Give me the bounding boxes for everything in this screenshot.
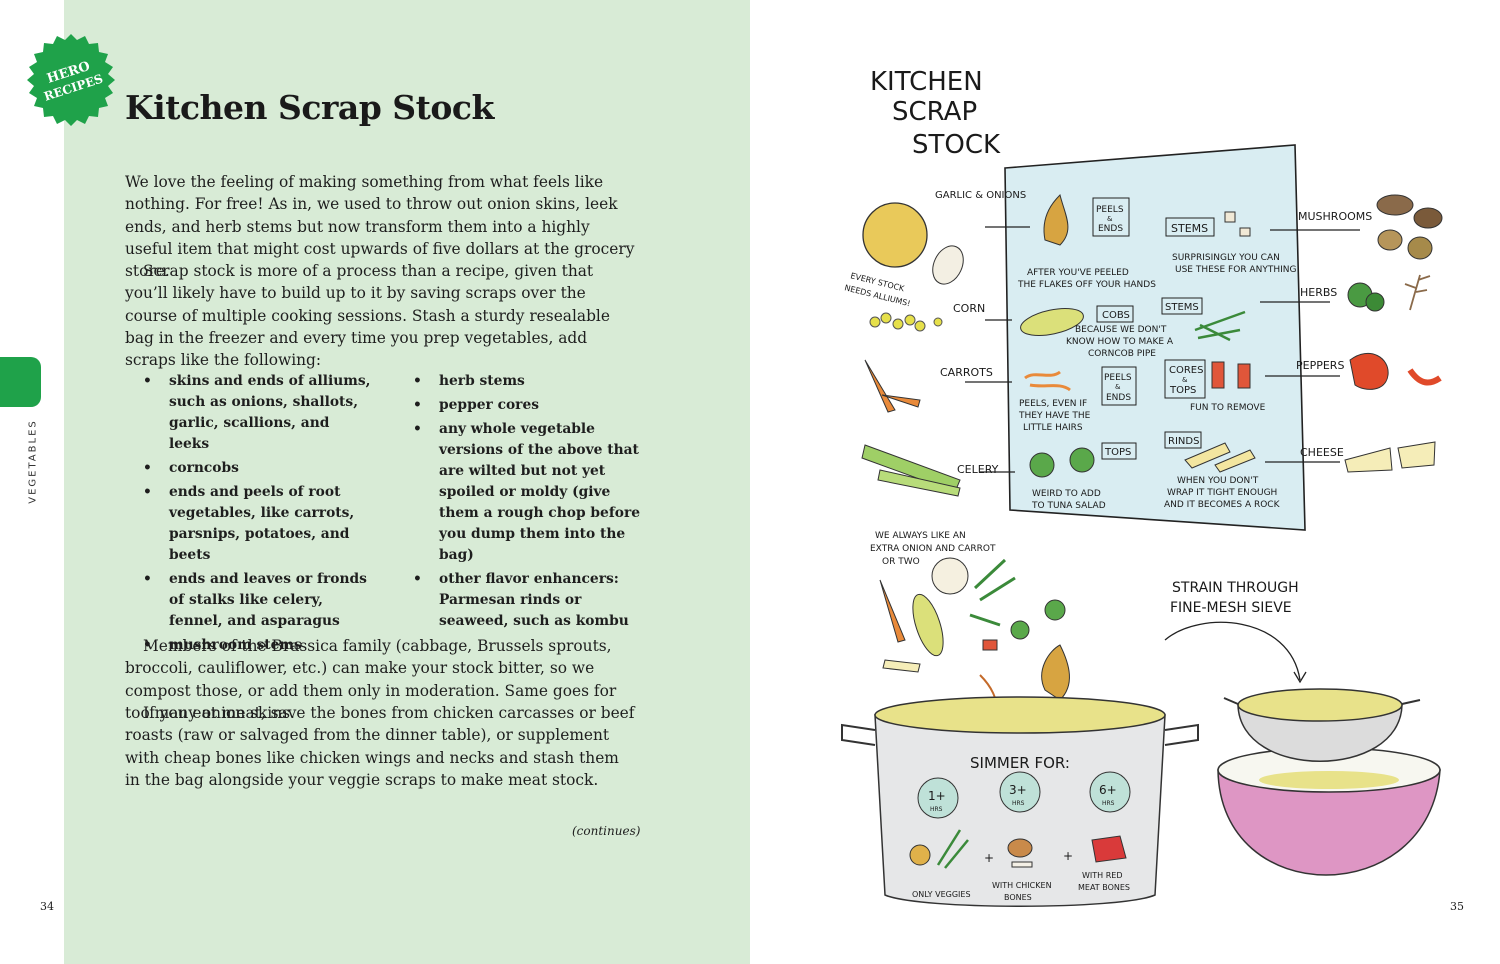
- extra-note-2: EXTRA ONION AND CARROT: [870, 544, 996, 554]
- svg-text:ENDS: ENDS: [1098, 224, 1123, 234]
- rind-note-2: WRAP IT TIGHT ENOUGH: [1167, 488, 1277, 498]
- process-paragraph: Scrap stock is more of a process than a …: [125, 262, 610, 370]
- page-number-left: 34: [40, 900, 54, 913]
- list-item: skins and ends of alliums, such as onion…: [143, 371, 373, 455]
- stems-tag-mushrooms: STEMS: [1171, 222, 1208, 235]
- stems-tag-herbs: STEMS: [1165, 302, 1199, 313]
- celery-note-2: TO TUNA SALAD: [1031, 501, 1106, 511]
- cores-tops-tag: CORES: [1169, 365, 1203, 376]
- svg-text:HRS: HRS: [1102, 800, 1115, 807]
- svg-text:&: &: [1115, 383, 1121, 391]
- svg-text:HRS: HRS: [1012, 800, 1025, 807]
- label-chicken-1: WITH CHICKEN: [992, 881, 1052, 890]
- tops-tag: TOPS: [1104, 447, 1131, 458]
- list-item: corncobs: [143, 458, 373, 479]
- garlic-drawing: [932, 245, 964, 285]
- mushroom-note-1: SURPRISINGLY YOU CAN: [1172, 253, 1280, 263]
- label-red-meat-1: WITH RED: [1082, 871, 1123, 880]
- pepper-drawing: [1349, 352, 1389, 390]
- carrots-label: CARROTS: [940, 366, 993, 379]
- mixing-bowl: [1217, 769, 1441, 876]
- svg-text:ENDS: ENDS: [1106, 393, 1131, 403]
- intro-paragraph: We love the feeling of making something …: [125, 173, 635, 281]
- mushrooms-label: MUSHROOMS: [1298, 210, 1372, 223]
- meat-paragraph: If you eat meat, save the bones from chi…: [125, 704, 635, 789]
- list-item: pepper cores: [413, 395, 645, 416]
- illus-title-line2: SCRAP: [892, 97, 977, 127]
- extra-note-3: OR TWO: [882, 557, 920, 567]
- list-item: ends and leaves or fronds of stalks like…: [143, 569, 373, 632]
- timer-2: [999, 771, 1041, 813]
- cheese-label: CHEESE: [1300, 446, 1344, 459]
- scraps-list-right: herb stems pepper cores any whole vegeta…: [413, 371, 645, 635]
- list-item: ends and peels of root vegetables, like …: [143, 482, 373, 566]
- label-red-meat-2: MEAT BONES: [1078, 883, 1130, 892]
- carrot-note-3: LITTLE HAIRS: [1023, 423, 1083, 433]
- page-title: Kitchen Scrap Stock: [125, 88, 494, 127]
- continues-note: (continues): [572, 824, 641, 838]
- rinds-tag: RINDS: [1168, 436, 1199, 447]
- list-item: mushroom stems: [143, 635, 373, 656]
- label-chicken-2: BONES: [1004, 893, 1032, 902]
- svg-text:+: +: [1063, 849, 1073, 863]
- page-number-right: 35: [1450, 900, 1464, 913]
- section-label: VEGETABLES: [27, 419, 39, 504]
- brassica-paragraph: Members of the Brassica family (cabbage,…: [125, 637, 617, 722]
- corncob-drawing: [1020, 308, 1084, 336]
- corn-kernels-drawing: [869, 316, 881, 328]
- cheese-drawing: [1344, 447, 1393, 473]
- onion-drawing: [862, 202, 928, 268]
- fun-to-remove-note: FUN TO REMOVE: [1190, 403, 1266, 413]
- list-item: other flavor enhancers: Parmesan rinds o…: [413, 569, 645, 632]
- mushroom-drawing: [1376, 194, 1414, 216]
- strain-label-2: FINE-MESH SIEVE: [1170, 600, 1292, 616]
- rind-note-3: AND IT BECOMES A ROCK: [1164, 500, 1281, 510]
- cobs-note-3: CORNCOB PIPE: [1088, 349, 1156, 359]
- cobs-note-2: KNOW HOW TO MAKE A: [1066, 337, 1174, 347]
- garlic-onions-label: GARLIC & ONIONS: [935, 190, 1026, 201]
- peeled-note-1: AFTER YOU'VE PEELED: [1027, 268, 1129, 278]
- hero-recipes-badge: HERO RECIPES: [27, 34, 115, 126]
- svg-text:6+: 6+: [1099, 783, 1117, 797]
- svg-text:TOPS: TOPS: [1169, 385, 1196, 396]
- carrot-note-2: THEY HAVE THE: [1018, 411, 1091, 421]
- celery-label: CELERY: [957, 463, 999, 476]
- timer-1: [917, 777, 959, 819]
- scraps-list-left: skins and ends of alliums, such as onion…: [143, 371, 373, 659]
- svg-text:HRS: HRS: [930, 806, 943, 813]
- stock-illustration: KITCHEN SCRAP STOCK GARLIC & ONIONS EVER…: [841, 67, 1443, 907]
- svg-text:&: &: [1107, 215, 1113, 223]
- timer-3: [1089, 771, 1131, 813]
- rind-note-1: WHEN YOU DON'T: [1177, 476, 1259, 486]
- svg-text:&: &: [1182, 376, 1188, 384]
- label-only-veggies: ONLY VEGGIES: [912, 890, 971, 899]
- peeled-note-2: THE FLAKES OFF YOUR HANDS: [1017, 280, 1156, 290]
- svg-text:1+: 1+: [928, 789, 946, 803]
- celery-note-1: WEIRD TO ADD: [1032, 489, 1101, 499]
- herbs-label: HERBS: [1300, 286, 1337, 299]
- mushroom-note-2: USE THESE FOR ANYTHING: [1175, 265, 1296, 275]
- peels-ends-tag-2: PEELS: [1104, 373, 1132, 383]
- illus-title-line3: STOCK: [912, 130, 1001, 160]
- peppers-label: PEPPERS: [1296, 359, 1344, 372]
- carrot-note-1: PEELS, EVEN IF: [1019, 399, 1087, 409]
- svg-text:+: +: [984, 851, 994, 865]
- strain-label-1: STRAIN THROUGH: [1172, 580, 1299, 596]
- peels-ends-tag: PEELS: [1096, 205, 1124, 215]
- pot-soup: [874, 696, 1166, 734]
- svg-text:3+: 3+: [1009, 783, 1027, 797]
- freezer-bag: [1004, 144, 1306, 531]
- corn-label: CORN: [953, 302, 985, 315]
- illus-title-line1: KITCHEN: [870, 67, 983, 97]
- extra-note-1: WE ALWAYS LIKE AN: [875, 531, 966, 541]
- section-tab: [0, 357, 41, 407]
- cobs-note-1: BECAUSE WE DON'T: [1075, 325, 1167, 335]
- carrot-drawing: [864, 359, 896, 413]
- list-item: any whole vegetable versions of the abov…: [413, 419, 645, 566]
- cobs-tag: COBS: [1102, 310, 1130, 321]
- list-item: herb stems: [413, 371, 645, 392]
- simmer-label: SIMMER FOR:: [970, 754, 1070, 772]
